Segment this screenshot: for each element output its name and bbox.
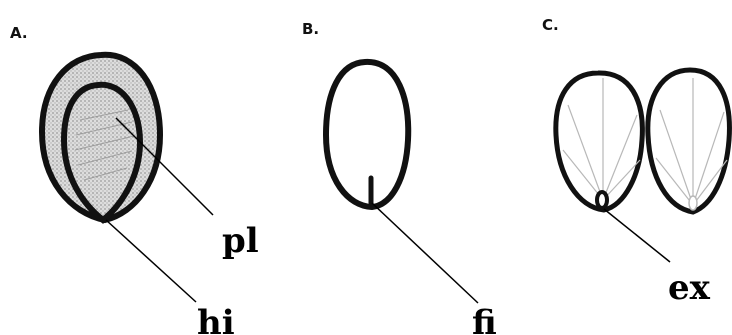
panel-c-letter: C. [542, 16, 559, 34]
seed-c-right-outline [645, 67, 732, 215]
seed-b-outline [322, 58, 412, 211]
panel-c: C. ex [542, 16, 732, 308]
seed-c-left-venation [562, 78, 641, 201]
seed-a-hatching [74, 109, 135, 181]
label-hi: hi [197, 303, 235, 335]
callout-line-fi [371, 202, 479, 304]
seed-c-left-exostome [595, 190, 609, 210]
label-ex: ex [668, 268, 711, 308]
panel-a: A. pl hi [10, 24, 259, 335]
panel-a-letter: A. [10, 24, 28, 42]
panel-b-letter: B. [302, 20, 319, 38]
panel-b: B. fi [302, 20, 497, 335]
label-fi: fi [472, 303, 497, 335]
seed-c-left-outline [553, 70, 645, 213]
callout-line-hi [105, 219, 197, 303]
seed-a-inner-teardrop [60, 81, 144, 224]
label-pl: pl [222, 221, 259, 261]
callout-line-pl [115, 117, 214, 216]
seed-c-right-venation [655, 78, 728, 206]
seed-c-right-exostome [688, 195, 698, 211]
callout-line-ex [603, 208, 671, 263]
